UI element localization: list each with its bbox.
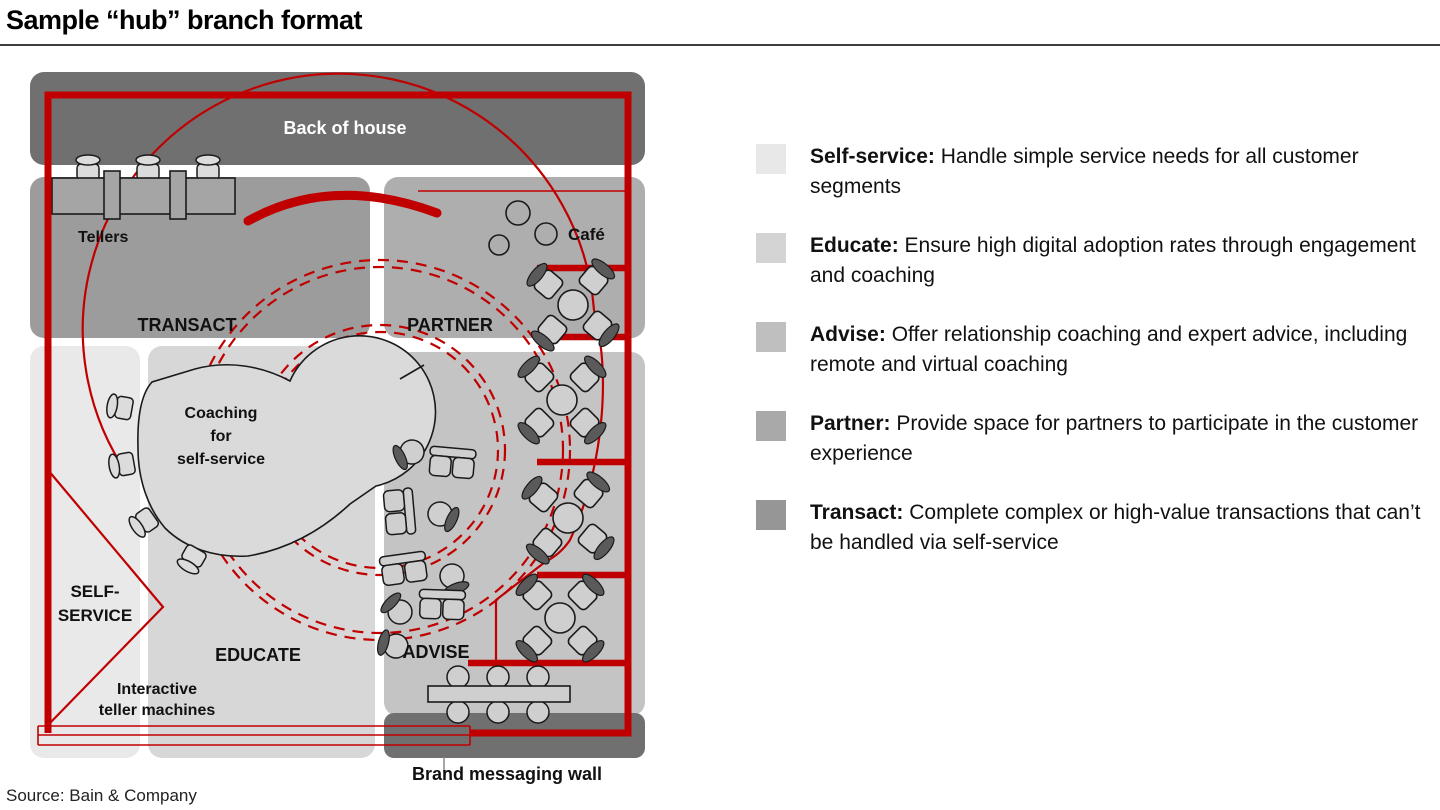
zone-legend: Self-service: Handle simple service need… xyxy=(756,142,1436,587)
label-coaching-2: for xyxy=(210,428,231,445)
self-service-chevron-line xyxy=(47,469,165,724)
label-partner: PARTNER xyxy=(407,315,493,335)
legend-swatch-educate xyxy=(756,233,786,263)
legend-item-advise: Advise: Offer relationship coaching and … xyxy=(756,320,1436,380)
legend-swatch-advise xyxy=(756,322,786,352)
label-back-of-house: Back of house xyxy=(283,118,406,138)
legend-item-self-service: Self-service: Handle simple service need… xyxy=(756,142,1436,202)
title-divider xyxy=(0,44,1440,46)
teller-counter xyxy=(51,170,236,220)
legend-swatch-transact xyxy=(756,500,786,530)
legend-text-self-service: Self-service: Handle simple service need… xyxy=(810,145,1359,198)
label-advise: ADVISE xyxy=(402,642,469,662)
label-coaching-1: Coaching xyxy=(185,405,258,422)
legend-text-educate: Educate: Ensure high digital adoption ra… xyxy=(810,234,1416,287)
legend-swatch-self-service xyxy=(756,144,786,174)
branch-floorplan-diagram: Back of house Tellers TRANSACT PARTNER C… xyxy=(30,72,660,784)
label-itm-1: Interactive xyxy=(117,681,197,698)
legend-item-transact: Transact: Complete complex or high-value… xyxy=(756,498,1436,558)
desk-wall-tick xyxy=(399,364,425,380)
label-coaching-3: self-service xyxy=(177,451,265,468)
brand-wall-connector xyxy=(443,757,450,772)
cafe-tables xyxy=(488,200,558,256)
legend-item-educate: Educate: Ensure high digital adoption ra… xyxy=(756,231,1436,291)
label-educate: EDUCATE xyxy=(215,645,301,665)
legend-text-partner: Partner: Provide space for partners to p… xyxy=(810,412,1419,465)
community-table xyxy=(427,665,571,724)
coaching-desk xyxy=(137,335,437,558)
label-self-service-1: SELF- xyxy=(70,582,119,601)
legend-swatch-partner xyxy=(756,411,786,441)
label-tellers: Tellers xyxy=(78,229,129,246)
label-self-service-2: SERVICE xyxy=(58,606,132,625)
teller-chairs xyxy=(75,154,221,181)
welcome-arc xyxy=(243,190,442,226)
branch-perimeter xyxy=(44,91,632,737)
label-transact: TRANSACT xyxy=(138,315,237,335)
itm-rail xyxy=(37,725,471,746)
page-title: Sample “hub” branch format xyxy=(6,5,363,35)
zone-advise xyxy=(384,352,645,716)
label-itm-2: teller machines xyxy=(99,702,216,719)
source-note: Source: Bain & Company xyxy=(6,786,197,805)
label-cafe: Café xyxy=(568,225,605,244)
legend-item-partner: Partner: Provide space for partners to p… xyxy=(756,409,1436,469)
label-brand-wall: Brand messaging wall xyxy=(412,764,602,784)
legend-text-transact: Transact: Complete complex or high-value… xyxy=(810,501,1421,554)
legend-text-advise: Advise: Offer relationship coaching and … xyxy=(810,323,1408,376)
